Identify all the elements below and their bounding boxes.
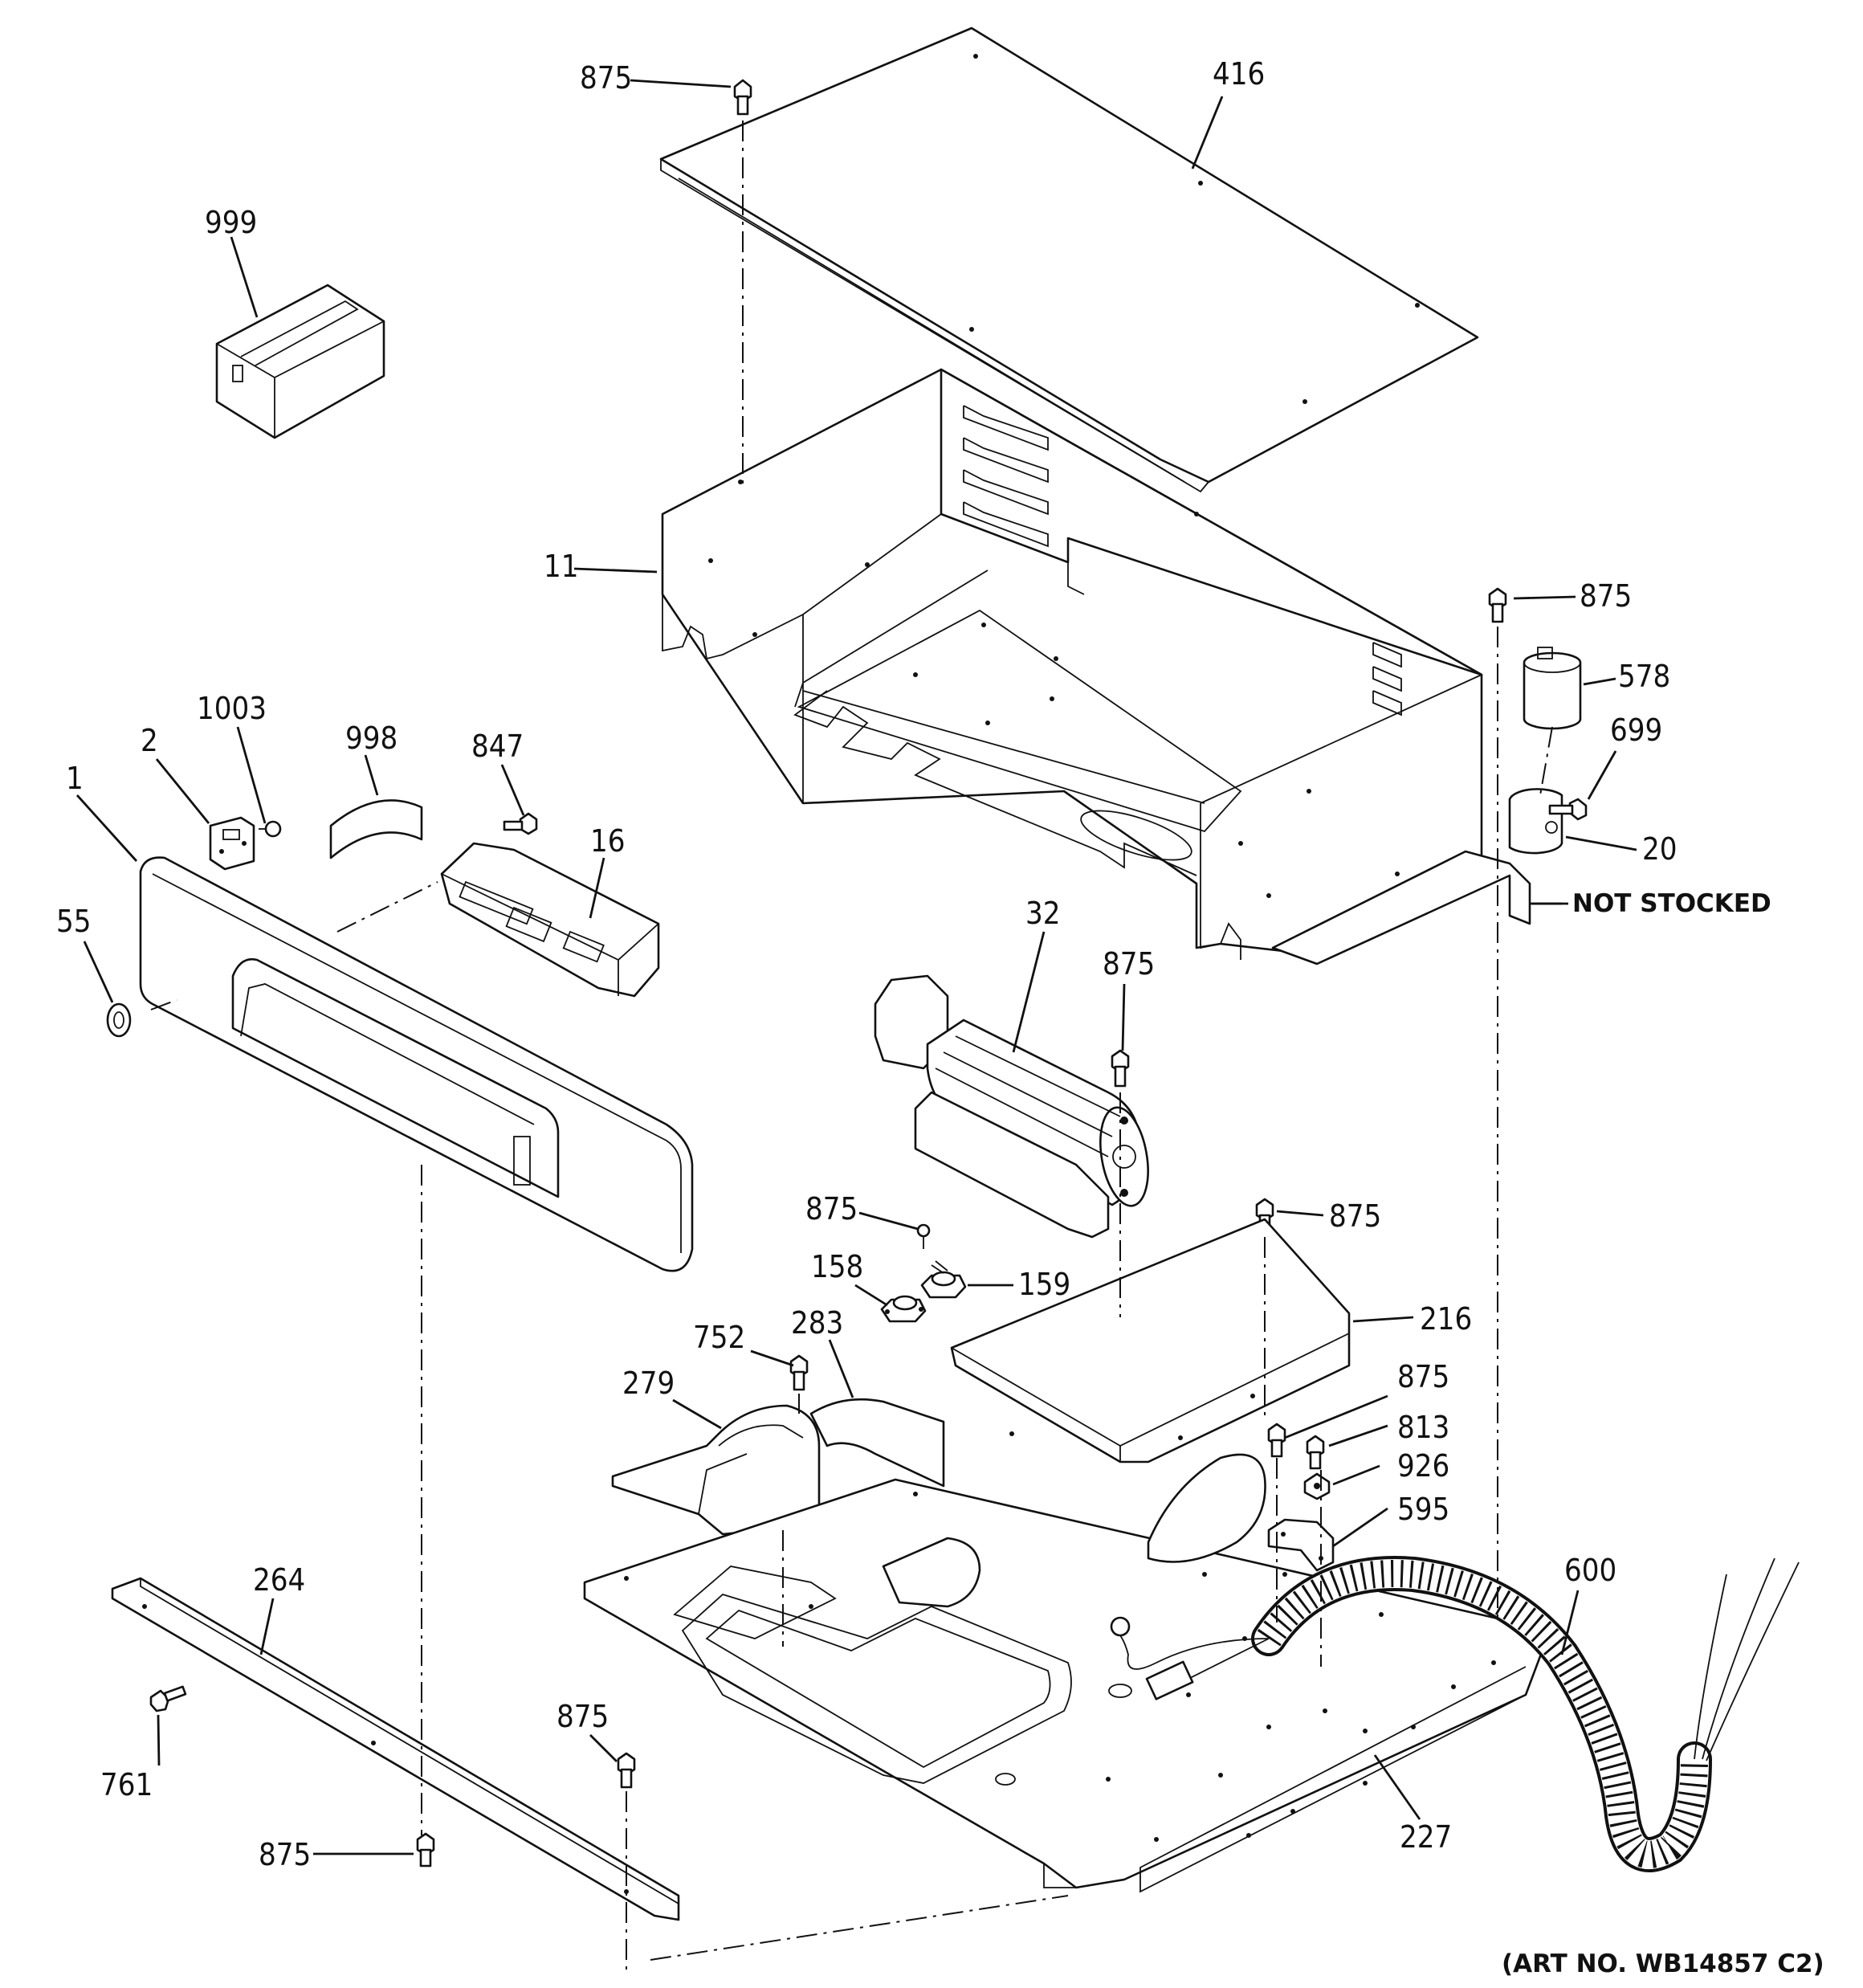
screw-752 — [789, 1354, 809, 1391]
label-416: 416 — [1213, 56, 1265, 92]
part-1-control-panel — [139, 856, 694, 1272]
screw-875-fan — [1111, 1049, 1130, 1088]
screw-875-r3 — [1267, 1423, 1286, 1458]
label-847: 847 — [471, 729, 524, 764]
part-999-box — [215, 284, 385, 439]
screw-813 — [1306, 1435, 1325, 1470]
screw-1003 — [259, 820, 282, 838]
part-2-bracket — [209, 816, 255, 871]
screw-847 — [503, 812, 538, 835]
label-227: 227 — [1400, 1819, 1452, 1855]
part-264-trim-strip — [111, 1577, 680, 1921]
label-875-r3: 875 — [1397, 1359, 1449, 1394]
nut-926 — [1303, 1472, 1331, 1500]
alignment-lines — [150, 120, 1553, 1972]
label-216: 216 — [1420, 1301, 1472, 1337]
label-264: 264 — [253, 1562, 305, 1598]
screw-699 — [1548, 798, 1588, 821]
label-595: 595 — [1397, 1492, 1449, 1527]
screw-875-bl — [617, 1752, 636, 1789]
label-11: 11 — [544, 549, 579, 584]
part-159-thermostat — [920, 1260, 967, 1299]
not-stocked-label: NOT STOCKED — [1572, 889, 1771, 918]
part-998-ribbon — [329, 799, 423, 859]
label-158: 158 — [811, 1249, 863, 1284]
label-875-bb: 875 — [259, 1837, 311, 1872]
label-578: 578 — [1618, 659, 1670, 694]
leader-lines — [75, 79, 1637, 1855]
label-699: 699 — [1610, 712, 1662, 748]
screw-761 — [149, 1685, 187, 1712]
cover-216-underside — [1147, 1453, 1266, 1563]
label-999: 999 — [205, 205, 257, 240]
art-number: (ART NO. WB14857 C2) — [1502, 1949, 1824, 1978]
label-752: 752 — [693, 1320, 745, 1355]
label-20: 20 — [1642, 831, 1678, 867]
part-11-housing — [661, 368, 1483, 960]
label-55: 55 — [56, 904, 92, 939]
part-416-top-cover — [659, 27, 1479, 493]
label-2: 2 — [141, 723, 158, 758]
part-labels: 999 875 416 11 875 578 699 20 NOT STOCKE… — [56, 56, 1824, 1978]
part-32-blower-fan — [874, 974, 1149, 1239]
part-578-capacitor — [1523, 647, 1582, 730]
label-998: 998 — [345, 720, 397, 756]
label-926: 926 — [1397, 1448, 1449, 1484]
part-55-grommet — [106, 1002, 132, 1038]
label-159: 159 — [1018, 1267, 1070, 1302]
not-stocked-bracket — [1271, 850, 1531, 965]
part-600-wire-harness — [1110, 1556, 1800, 1872]
label-813: 813 — [1397, 1410, 1449, 1445]
screw-875-stat — [916, 1223, 931, 1249]
label-875-top: 875 — [580, 60, 632, 96]
part-595-bracket — [1267, 1518, 1335, 1572]
label-875-bl: 875 — [556, 1699, 609, 1734]
label-283: 283 — [791, 1305, 843, 1341]
label-16: 16 — [590, 823, 626, 859]
part-283-duct — [809, 1398, 945, 1488]
label-1003: 1003 — [197, 691, 267, 726]
label-875-stat: 875 — [805, 1191, 858, 1227]
screw-875-top — [733, 79, 752, 116]
part-216-cover — [950, 1218, 1351, 1463]
part-158-thermostat — [880, 1295, 927, 1323]
screw-875-bb — [416, 1832, 435, 1868]
label-875-r2: 875 — [1329, 1198, 1381, 1234]
label-875-fan: 875 — [1103, 946, 1155, 982]
label-875-r1: 875 — [1580, 578, 1632, 614]
part-20-clamp — [1508, 788, 1563, 855]
label-1: 1 — [66, 761, 84, 796]
part-16-control-board — [440, 842, 660, 998]
label-279: 279 — [622, 1365, 675, 1401]
label-600: 600 — [1564, 1553, 1616, 1588]
screw-875-right — [1488, 587, 1507, 623]
label-32: 32 — [1025, 896, 1061, 931]
label-761: 761 — [100, 1767, 153, 1802]
